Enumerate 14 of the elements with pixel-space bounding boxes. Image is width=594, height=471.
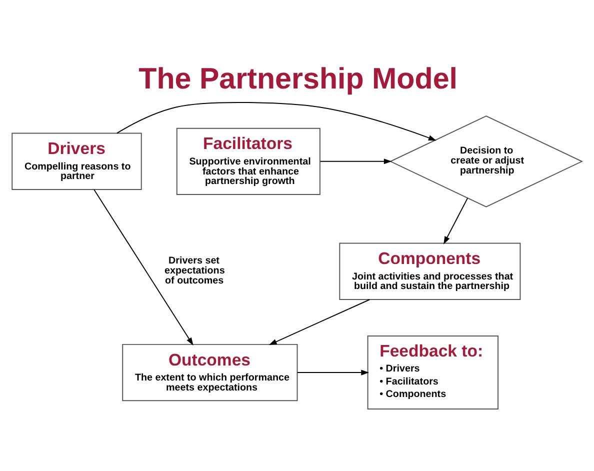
arrow	[268, 299, 370, 346]
arrow	[296, 370, 370, 376]
node-diamond: Decision to create or adjust partnership	[389, 115, 584, 208]
arrow	[320, 158, 392, 164]
edge-label: Drivers set expectations of outcomes	[164, 256, 225, 286]
arrow	[444, 198, 468, 244]
arrow	[94, 189, 194, 346]
node-box: Components Joint activities and processes that build and sustain the partnership	[339, 242, 521, 300]
node-box: Feedback to: • Drivers • Facilitators • Components	[367, 336, 499, 410]
node-box: Outcomes The extent to which performance meets expectations	[122, 344, 298, 402]
node-box: Facilitators Supportive environmental factors that enhance partnership growth	[176, 128, 320, 195]
arrow	[116, 102, 436, 141]
diagram-title: The Partnership Model	[138, 62, 458, 96]
node-box: Drivers Compelling reasons to partner	[12, 132, 142, 190]
